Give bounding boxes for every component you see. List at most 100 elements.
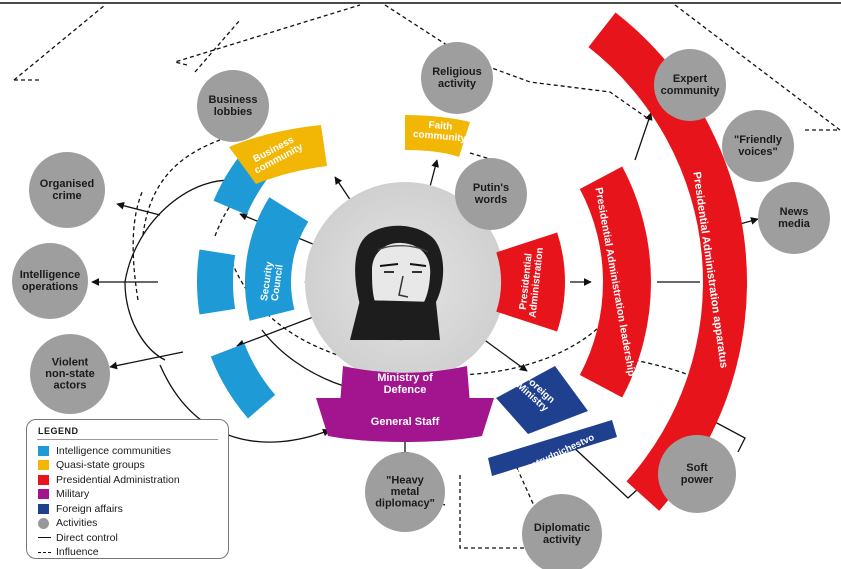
segment-faith-community: Faithcommunity: [405, 115, 470, 157]
segments-layer: FSBSVRGRUSecurityCouncilBusinesscommunit…: [173, 12, 747, 511]
segment-shape: [340, 366, 470, 404]
legend-swatch: [38, 551, 51, 553]
legend-swatch: [38, 517, 49, 529]
legend-divider: [37, 439, 218, 440]
segment-label: General Staff: [371, 416, 440, 428]
segment-label: SVR: [173, 271, 185, 294]
segment-label: SecurityCouncil: [259, 261, 286, 304]
segment-general-staff: General Staff: [316, 398, 494, 442]
segment-security-council: SecurityCouncil: [245, 197, 309, 321]
legend-swatch: [38, 474, 49, 485]
segment-label-line: Security: [259, 261, 275, 302]
legend-swatch: [38, 503, 49, 514]
activity-label-line: Diplomatic: [534, 522, 590, 534]
activity-label-line: "Friendly: [734, 134, 783, 146]
segment-label-line: Council: [269, 264, 285, 302]
segment-shape: [197, 249, 236, 315]
legend-item: Activities: [38, 517, 97, 530]
legend-swatch: [38, 460, 49, 470]
segment-label-line: FSB: [188, 207, 207, 232]
activity-label-line: lobbies: [214, 106, 253, 118]
legend-swatch: [38, 445, 49, 456]
segment-label-line: Defence: [384, 384, 427, 396]
activity-label-line: words: [474, 194, 507, 206]
activity-label-line: activity: [438, 78, 477, 90]
segment-shape: [245, 197, 309, 321]
segment-label: FSB: [188, 207, 207, 232]
segment-shape: [496, 232, 565, 332]
activity-label-line: voices": [738, 146, 777, 158]
legend-item: Quasi-state groups: [38, 459, 145, 472]
activity-label-line: "Heavy: [386, 474, 425, 486]
segment-pres-admin: PresidentialAdministration: [496, 232, 565, 332]
activity-label-line: Intelligence: [20, 269, 81, 281]
activity-bubble: [29, 152, 105, 228]
segment-foreign-ministry: ForeignMinistry: [496, 366, 588, 434]
activity-bubble: [197, 70, 269, 142]
legend-swatch: [38, 489, 49, 499]
activity-bubble: [30, 334, 110, 414]
activity-bubble: [658, 435, 736, 513]
legend-item: Influence: [38, 546, 99, 559]
activity-bubble: [421, 42, 493, 114]
legend-item: Intelligence communities: [38, 444, 171, 457]
activity-bubble: [365, 452, 445, 532]
activity-bubble: [455, 158, 527, 230]
segment-pres-admin-leadership: Presidential Administration leadership: [579, 166, 651, 398]
activity-label-line: News: [780, 206, 809, 218]
activity-bubble: [758, 182, 830, 254]
legend-label: Intelligence communities: [56, 444, 171, 457]
legend-label: Military: [56, 488, 90, 500]
legend-label: Direct control: [56, 531, 118, 544]
activity-label-line: diplomacy": [375, 497, 435, 509]
segment-gru: GRU: [185, 330, 276, 419]
segment-label-line: SVR: [173, 271, 185, 294]
segment-label-line: community: [412, 129, 467, 145]
activity-label-line: actors: [53, 379, 86, 391]
activity-label-line: Expert: [673, 73, 708, 85]
legend-label: Influence: [56, 546, 99, 558]
legend-item: Foreign affairs: [38, 502, 123, 515]
legend-label: Presidential Administration: [56, 473, 180, 486]
activity-bubble: [654, 49, 726, 121]
segment-label-line: Faith: [428, 119, 453, 132]
activity-label-line: Violent: [52, 356, 89, 368]
legend-label: Quasi-state groups: [56, 459, 145, 471]
activity-bubble: [722, 110, 794, 182]
segment-shape: [488, 420, 617, 476]
segment-shape: [229, 125, 327, 184]
legend-swatch: [38, 537, 51, 538]
activity-label-line: activity: [543, 534, 582, 546]
activity-label-line: Organised: [40, 178, 94, 190]
legend-title: LEGEND: [38, 426, 79, 436]
legend-label: Activities: [56, 517, 98, 529]
legend-item: Military: [38, 488, 89, 501]
activity-bubble: [12, 243, 88, 319]
activity-bubble: [522, 494, 602, 569]
segment-label-line: General Staff: [371, 416, 440, 428]
segment-shape: [405, 115, 470, 157]
